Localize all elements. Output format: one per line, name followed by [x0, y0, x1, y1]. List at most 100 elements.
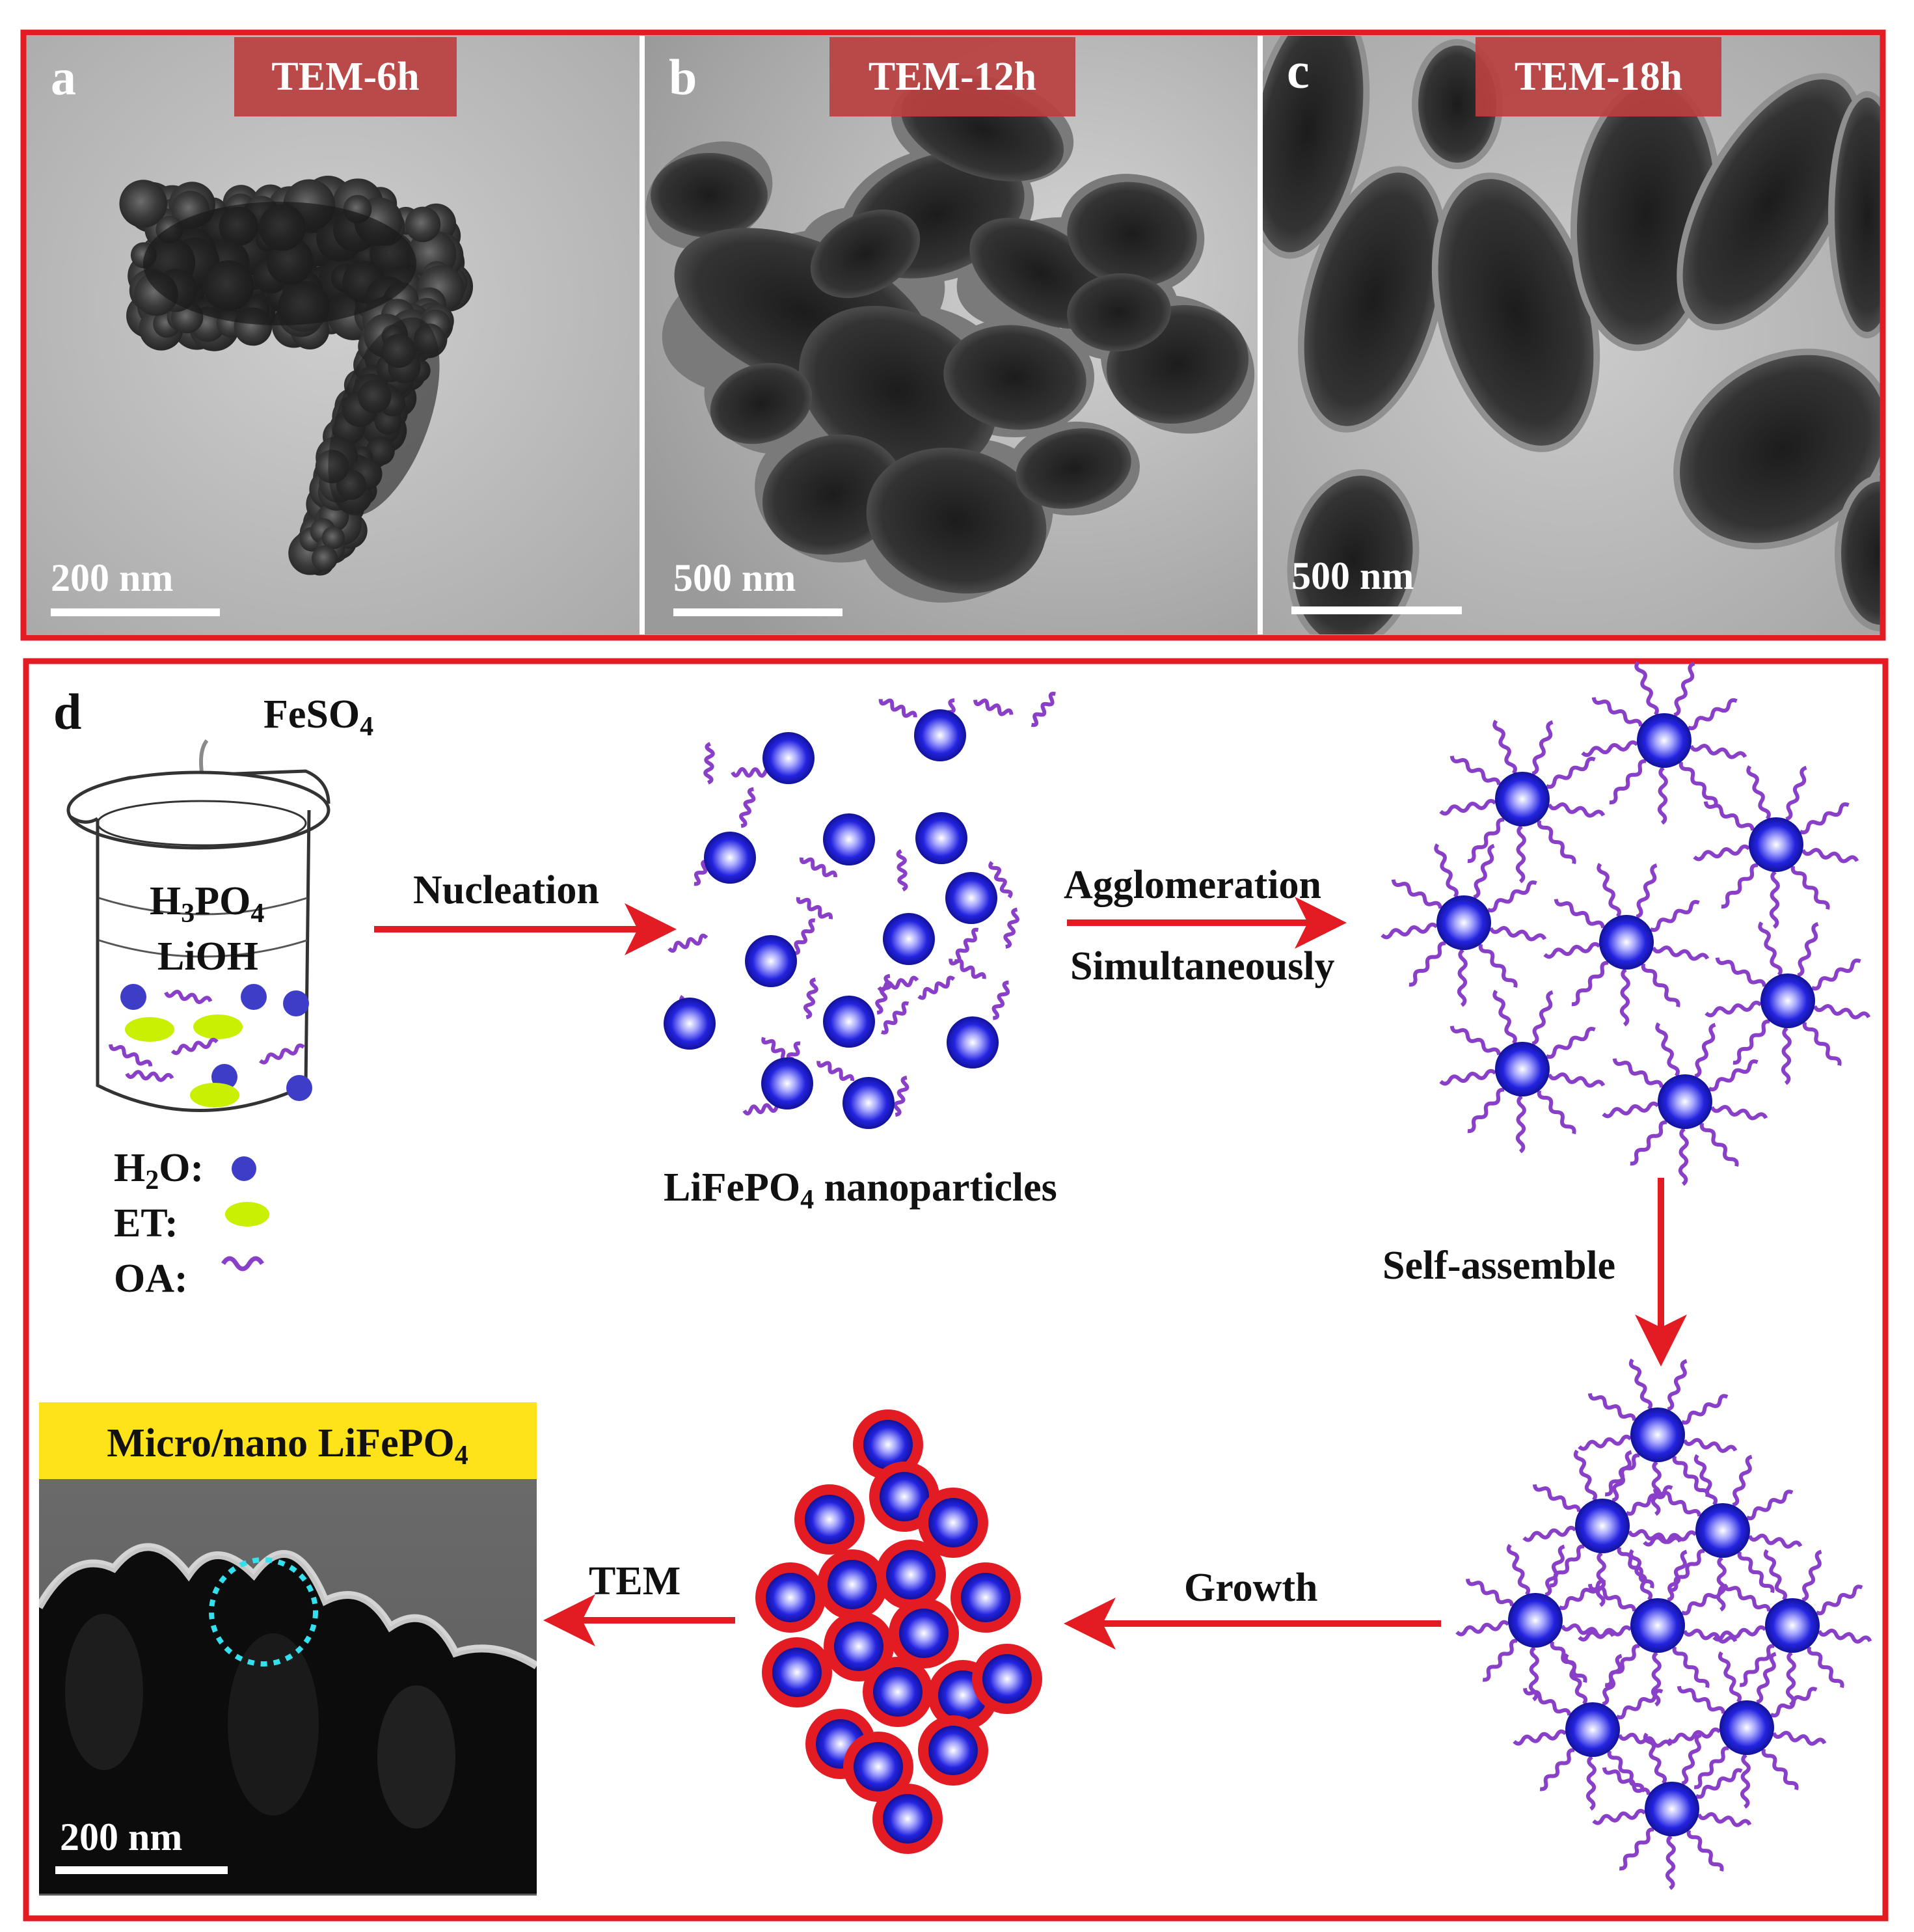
- product-scale-label: 200 nm: [60, 1816, 182, 1858]
- oleic-acid-chain: [803, 977, 818, 1020]
- oleic-acid-chain: [1409, 941, 1446, 987]
- lifepo4-particle: [883, 913, 935, 965]
- lifepo4-particle: [766, 1573, 815, 1622]
- oleic-acid-chain: [1697, 1812, 1752, 1827]
- lifepo4-particle: [1575, 1499, 1630, 1553]
- oleic-acid-chain: [1539, 1748, 1575, 1791]
- oleic-acid-chain: [170, 1037, 219, 1055]
- ethanol-molecule: [190, 1083, 239, 1108]
- lifepo4-particle: [834, 1622, 883, 1671]
- oleic-acid-chain: [1797, 921, 1819, 977]
- oleic-acid-chain: [1710, 1105, 1768, 1121]
- oleic-acid-chain: [703, 742, 715, 785]
- particle: [1304, 172, 1442, 426]
- oleic-acid-chain: [893, 1076, 910, 1117]
- green-ellipse-icon: [225, 1202, 269, 1227]
- oleic-acid-chain: [164, 990, 213, 1004]
- oleic-acid-chain: [973, 698, 1014, 716]
- oleic-acid-chain: [1611, 1450, 1632, 1503]
- oleic-acid-chain: [1790, 865, 1830, 910]
- grown-micro-particle: [755, 1409, 1042, 1854]
- oleic-acid-chain: [1722, 1583, 1772, 1612]
- oleic-acid-chain: [1673, 661, 1695, 717]
- lifepo4-particle: [854, 1742, 903, 1791]
- oleic-acid-chain: [1699, 1122, 1739, 1167]
- lifepo4-particle: [1765, 1598, 1820, 1653]
- oleic-acid-chain: [1563, 1653, 1588, 1705]
- oleic-acid-chain: [1677, 1685, 1726, 1714]
- oleic-acid-chain: [1695, 1768, 1743, 1799]
- oleic-acid-chain: [1381, 922, 1438, 940]
- oleic-acid-chain: [816, 1061, 854, 1082]
- particle: [1293, 476, 1413, 634]
- scale-label-a: 200 nm: [51, 556, 173, 599]
- particle: [1438, 179, 1594, 446]
- oleic-acid-chain: [1802, 1022, 1842, 1067]
- oleic-acid-chain: [1687, 698, 1738, 731]
- lifepo4-particle: [823, 813, 875, 865]
- lifepo4-particle: [1599, 915, 1654, 970]
- oleic-acid-chain: [1547, 802, 1606, 818]
- lifepo4-particle: [704, 832, 756, 884]
- particle-c-spindles: [1262, 36, 1880, 634]
- oleic-acid-chain: [1772, 1730, 1827, 1746]
- product-tem-image: Micro/nano LiFePO4 200 nm: [39, 1402, 537, 1896]
- lifepo4-particle: [947, 1016, 999, 1068]
- oleic-acid-chain: [1465, 1578, 1515, 1607]
- oleic-acid-chain: [1667, 1727, 1721, 1744]
- separator: [1258, 36, 1263, 634]
- oleic-acid-chain: [1506, 1544, 1531, 1596]
- oleic-acid-chain: [1689, 744, 1747, 759]
- water-molecule: [286, 1075, 312, 1101]
- lifepo4-particle: [1760, 973, 1815, 1028]
- badge-b: [829, 37, 1075, 116]
- oleic-acid-chain: [1515, 1095, 1526, 1154]
- lifepo4-particle: [945, 872, 997, 924]
- lifepo4-particle: [886, 1550, 936, 1599]
- oleic-acid-chain: [1746, 1490, 1794, 1521]
- oleic-acid-chain: [1769, 870, 1780, 929]
- oleic-acid-chain: [1391, 879, 1443, 909]
- separator: [640, 36, 645, 634]
- oleic-acid-chain: [1478, 944, 1518, 988]
- oleic-acid-chain: [1708, 1059, 1759, 1092]
- feed-label: FeSO4: [263, 692, 373, 742]
- oleic-acid-chain: [1665, 1834, 1676, 1890]
- beaker-content-2: LiOH: [157, 934, 258, 979]
- oleic-acid-chain: [1756, 1652, 1777, 1704]
- lifepo4-particle: [842, 1077, 895, 1129]
- lifepo4-particle: [928, 1498, 978, 1547]
- particle: [1680, 355, 1880, 543]
- oleic-acid-chain: [793, 918, 816, 955]
- lifepo4-particle: [1658, 1074, 1712, 1129]
- lifepo4-particle: [914, 709, 966, 761]
- lifepo4-particle: [823, 996, 875, 1048]
- oleic-acid-chain: [896, 849, 908, 892]
- lifepo4-particle: [1495, 772, 1550, 826]
- ethanol-molecule: [125, 1017, 174, 1042]
- agglomeration-label: Agglomeration: [1064, 863, 1321, 907]
- particle: [1841, 482, 1880, 625]
- oleic-acid-chain: [1537, 820, 1576, 865]
- oleic-acid-chain: [1581, 740, 1639, 757]
- lifepo4-particle: [899, 1609, 949, 1658]
- oleic-acid-chain: [1694, 1022, 1716, 1078]
- grain: [405, 206, 441, 243]
- oleic-acid-chain: [1672, 1646, 1710, 1689]
- oleic-acid-chain: [796, 897, 833, 919]
- oleic-acid-chain: [1467, 1087, 1505, 1134]
- lifepo4-particle: [863, 1420, 913, 1469]
- oleic-acid-chain: [1740, 1753, 1751, 1809]
- legend: H2O: ET: OA:: [114, 1146, 269, 1301]
- oleic-acid-chain: [917, 975, 956, 1000]
- oleic-acid-chain: [1649, 900, 1700, 932]
- oleic-acid-chain: [1449, 755, 1502, 785]
- oleic-acid-chain: [1487, 880, 1537, 913]
- dense-core: [328, 317, 440, 516]
- oleic-acid-chain: [1578, 1625, 1632, 1642]
- legend-water-label: H2O:: [114, 1146, 204, 1195]
- oleic-acid-chain: [1634, 660, 1659, 716]
- oleic-acid-chain: [1602, 1101, 1660, 1119]
- oleic-acid-chain: [1718, 1651, 1742, 1703]
